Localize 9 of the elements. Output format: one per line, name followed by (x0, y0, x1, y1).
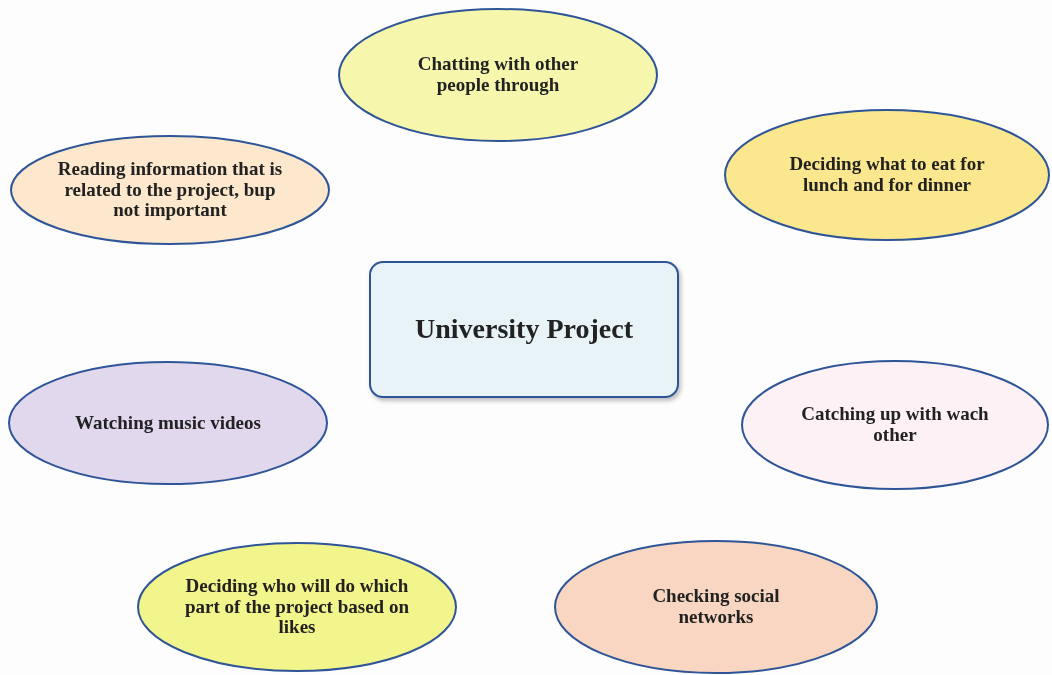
node-text: Deciding what to eat for lunch and for dinner (788, 154, 986, 196)
rounded-box (369, 261, 679, 398)
node-text: Catching up with wach other (800, 404, 990, 446)
node-text: Checking social networks (651, 586, 781, 628)
node-text: University Project (414, 314, 634, 345)
node-text: Reading information that is related to the project, bup not important (56, 158, 284, 222)
node-text: Watching music videos (74, 412, 262, 434)
node-text: Chatting with other people through (416, 54, 580, 96)
node-text: Deciding who will do which part of the project based on likes (184, 575, 410, 639)
